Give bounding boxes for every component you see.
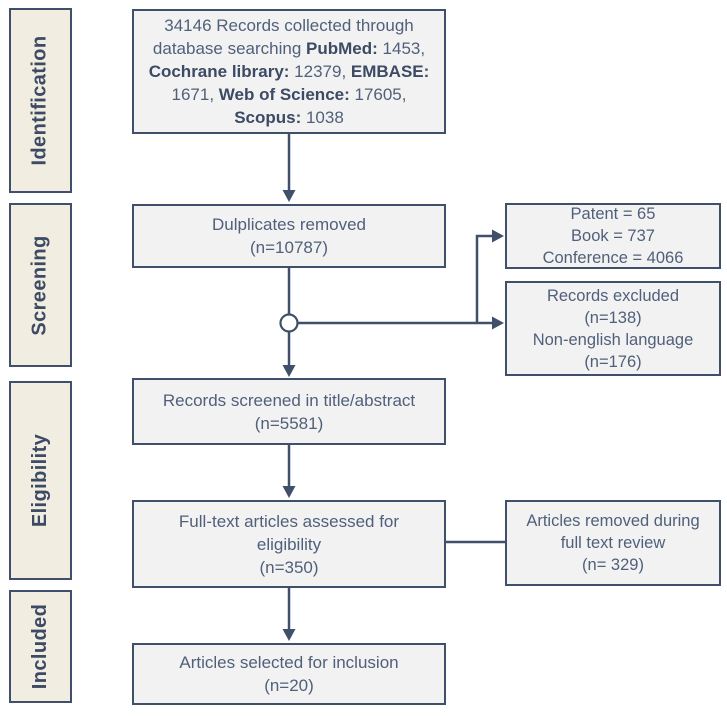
arrow-screened-to-fulltext-head xyxy=(282,486,296,498)
box-articles-selected-text: Articles selected for inclusion (n=20) xyxy=(179,653,399,695)
stage-label-eligibility-text: Eligibility xyxy=(29,433,52,528)
arrow-fulltext-to-selected-head xyxy=(282,629,296,641)
arrow-junction-to-excluded-head xyxy=(492,316,504,330)
arrow-branch-to-patent-line xyxy=(475,234,493,323)
box-articles-selected: Articles selected for inclusion (n=20) xyxy=(132,643,446,705)
junction-circle xyxy=(279,313,299,333)
stage-label-identification-text: Identification xyxy=(29,35,52,166)
box-patent-book-conference: Patent = 65 Book = 737 Conference = 4066 xyxy=(505,203,721,269)
stage-label-identification: Identification xyxy=(9,8,72,193)
stage-label-eligibility: Eligibility xyxy=(9,381,72,580)
box-duplicates-removed-text: Dulplicates removed (n=10787) xyxy=(211,215,366,257)
box-duplicates-removed: Dulplicates removed (n=10787) xyxy=(132,204,446,268)
box-fulltext-assessed: Full-text articles assessed for eligibil… xyxy=(132,500,446,588)
stage-label-included-text: Included xyxy=(29,603,51,690)
arrow-branch-to-patent-head xyxy=(492,229,504,243)
box-records-excluded: Records excluded (n=138) Non-english lan… xyxy=(505,281,721,376)
box-records-collected-text: 34146 Records collected through database… xyxy=(148,16,430,127)
box-records-excluded-text: Records excluded (n=138) Non-english lan… xyxy=(532,286,694,371)
box-articles-removed-text: Articles removed during full text review… xyxy=(526,512,700,574)
stage-label-included: Included xyxy=(9,590,72,703)
box-records-screened-text: Records screened in title/abstract (n=55… xyxy=(162,390,416,433)
box-records-screened: Records screened in title/abstract (n=55… xyxy=(132,378,446,445)
box-fulltext-assessed-text: Full-text articles assessed for eligibil… xyxy=(178,511,400,577)
box-records-collected: 34146 Records collected through database… xyxy=(132,9,446,134)
arrow-records-to-duplicates-head xyxy=(282,190,296,202)
arrow-junction-to-screened-head xyxy=(282,365,296,377)
box-articles-removed: Articles removed during full text review… xyxy=(505,500,721,586)
box-patent-book-conference-text: Patent = 65 Book = 737 Conference = 4066 xyxy=(542,205,684,267)
stage-label-screening: Screening xyxy=(9,203,72,367)
stage-label-screening-text: Screening xyxy=(29,234,51,336)
